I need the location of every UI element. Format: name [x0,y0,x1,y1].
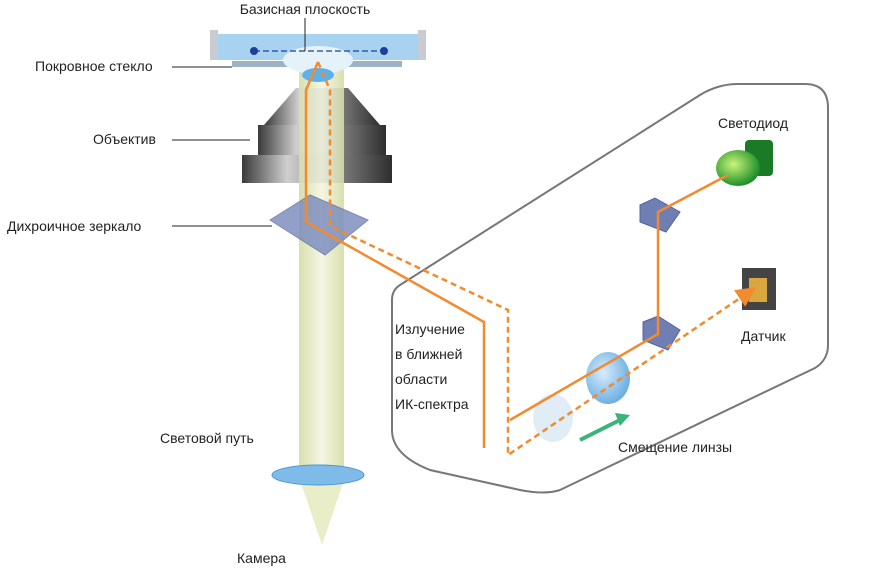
label-nir-2: в ближней [395,346,462,362]
lens-shift-arrowhead [615,413,630,426]
label-nir-4: ИК-спектра [395,396,469,412]
led [716,140,773,186]
sample-stage [210,30,426,82]
beam-paths [304,61,757,458]
label-nir-1: Излучение [395,321,465,337]
beam-emit [509,173,729,422]
beam-out [304,61,486,448]
dichroic-mirror [269,194,369,256]
label-reference-plane: Базисная плоскость [240,1,371,17]
label-led: Светодиод [718,115,788,131]
tube-lens [271,464,365,486]
label-nir-3: области [395,371,447,387]
lens-shift-arrow [579,418,621,442]
lens-fixed [586,352,630,404]
label-dichroic-mirror: Дихроичное зеркало [7,218,142,234]
label-objective: Объектив [93,131,156,147]
mirror-lower [642,315,681,351]
objective [242,88,392,183]
label-light-path: Световой путь [160,430,254,446]
camera-cone [300,480,344,545]
sensor [742,268,776,310]
label-cover-glass: Покровное стекло [35,58,153,74]
label-camera: Камера [237,550,286,566]
label-sensor: Датчик [741,328,786,344]
module-housing [391,83,829,494]
label-lens-shift: Смещение линзы [618,439,732,455]
leader-lines [172,18,306,227]
beam-return [316,61,757,458]
